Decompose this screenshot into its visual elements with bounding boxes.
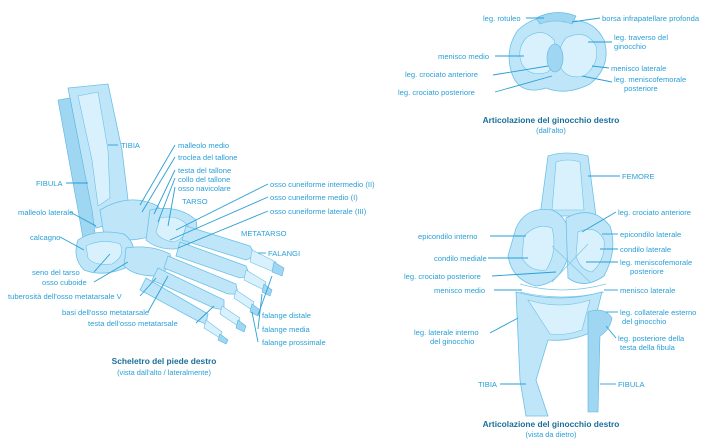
label-menisco-medio-back: menisco medio <box>434 286 485 295</box>
label-leg-rotuleo: leg. rotuleo <box>483 14 521 23</box>
label-epicondilo-laterale: epicondilo laterale <box>620 230 681 239</box>
label-menisco-laterale-back: menisco laterale <box>620 286 675 295</box>
label-malleolo-laterale: malleolo laterale <box>18 208 73 217</box>
knee-back-caption-title: Articolazione del ginocchio destro <box>483 419 620 429</box>
label-calcagno: calcagno <box>30 233 60 242</box>
label-falange-prossimale: falange prossimale <box>262 338 326 347</box>
label-laterale-interno-1: leg. laterale interno <box>414 328 479 337</box>
label-collaterale-esterno-1: leg. collaterale esterno <box>620 308 696 317</box>
label-condilo-mediale: condilo mediale <box>434 254 487 263</box>
label-tibia: TIBIA <box>121 141 141 150</box>
foot-skeleton-drawing <box>58 84 284 344</box>
label-falange-distale: falange distale <box>262 311 311 320</box>
label-cuneiforme-intermedio: osso cuneiforme intermedio (II) <box>270 180 375 189</box>
label-meniscofemorale-back-1: leg. meniscofemorale <box>620 258 692 267</box>
label-femore: FEMORE <box>622 172 655 181</box>
label-fibula-back: FIBULA <box>618 380 646 389</box>
label-cuneiforme-laterale: osso cuneiforme laterale (III) <box>270 207 367 216</box>
label-osso-cuboide: osso cuboide <box>42 278 87 287</box>
label-testa-tallone: testa del tallone <box>178 166 231 175</box>
label-metatarso: METATARSO <box>241 229 287 238</box>
label-osso-navicolare: osso navicolare <box>178 184 231 193</box>
label-posteriore-fibula-1: leg. posteriore della <box>618 334 685 343</box>
label-tarso: TARSO <box>182 197 208 206</box>
knee-top-drawing <box>509 12 606 91</box>
label-tibia-back: TIBIA <box>478 380 498 389</box>
label-meniscofemorale-back-2: posteriore <box>630 267 664 276</box>
label-borsa: borsa infrapatellare profonda <box>602 14 700 23</box>
label-menisco-laterale: menisco laterale <box>611 64 666 73</box>
label-crociato-anteriore-back: leg. crociato anteriore <box>618 208 691 217</box>
label-troclea: troclea del tallone <box>178 153 238 162</box>
label-crociato-posteriore-back: leg. crociato posteriore <box>404 272 481 281</box>
label-condilo-laterale: condilo laterale <box>620 245 671 254</box>
label-cuneiforme-medio: osso cuneiforme medio (I) <box>270 193 358 202</box>
label-meniscofemorale-2: posteriore <box>624 84 658 93</box>
label-malleolo-medio: malleolo medio <box>178 141 229 150</box>
label-trasverso-1: leg. traverso del <box>614 33 668 42</box>
label-meniscofemorale-1: leg. meniscofemorale <box>614 75 686 84</box>
knee-top-caption-title: Articolazione del ginocchio destro <box>483 115 620 125</box>
label-falangi: FALANGI <box>268 249 300 258</box>
label-falange-media: falange media <box>262 325 310 334</box>
label-laterale-interno-2: del ginocchio <box>430 337 474 346</box>
knee-back-drawing <box>508 153 613 416</box>
label-fibula: FIBULA <box>36 179 64 188</box>
label-testa-metatarsale: testa dell'osso metatarsale <box>88 319 178 328</box>
label-trasverso-2: ginocchio <box>614 42 646 51</box>
label-basi-metatarsali: basi dell'osso metatarsale <box>62 308 149 317</box>
label-posteriore-fibula-2: testa della fibula <box>620 343 676 352</box>
knee-back-caption-subtitle: (vista da dietro) <box>526 430 577 439</box>
foot-caption-subtitle: (vista dall'alto / lateralmente) <box>117 368 211 377</box>
label-tuberosita: tuberosità dell'osso metatarsale V <box>8 292 123 301</box>
label-seno-tarso: seno del tarso <box>32 268 80 277</box>
foot-caption-title: Scheletro del piede destro <box>112 356 217 366</box>
label-crociato-anteriore: leg. crociato anteriore <box>405 70 478 79</box>
knee-top-caption-subtitle: (dall'alto) <box>536 126 566 135</box>
label-collo-tallone: collo del tallone <box>178 175 230 184</box>
label-crociato-posteriore: leg. crociato posteriore <box>398 88 475 97</box>
label-collaterale-esterno-2: del ginocchio <box>622 317 666 326</box>
label-menisco-medio: menisco medio <box>438 52 489 61</box>
label-epicondilo-interno: epicondilo interno <box>418 232 478 241</box>
